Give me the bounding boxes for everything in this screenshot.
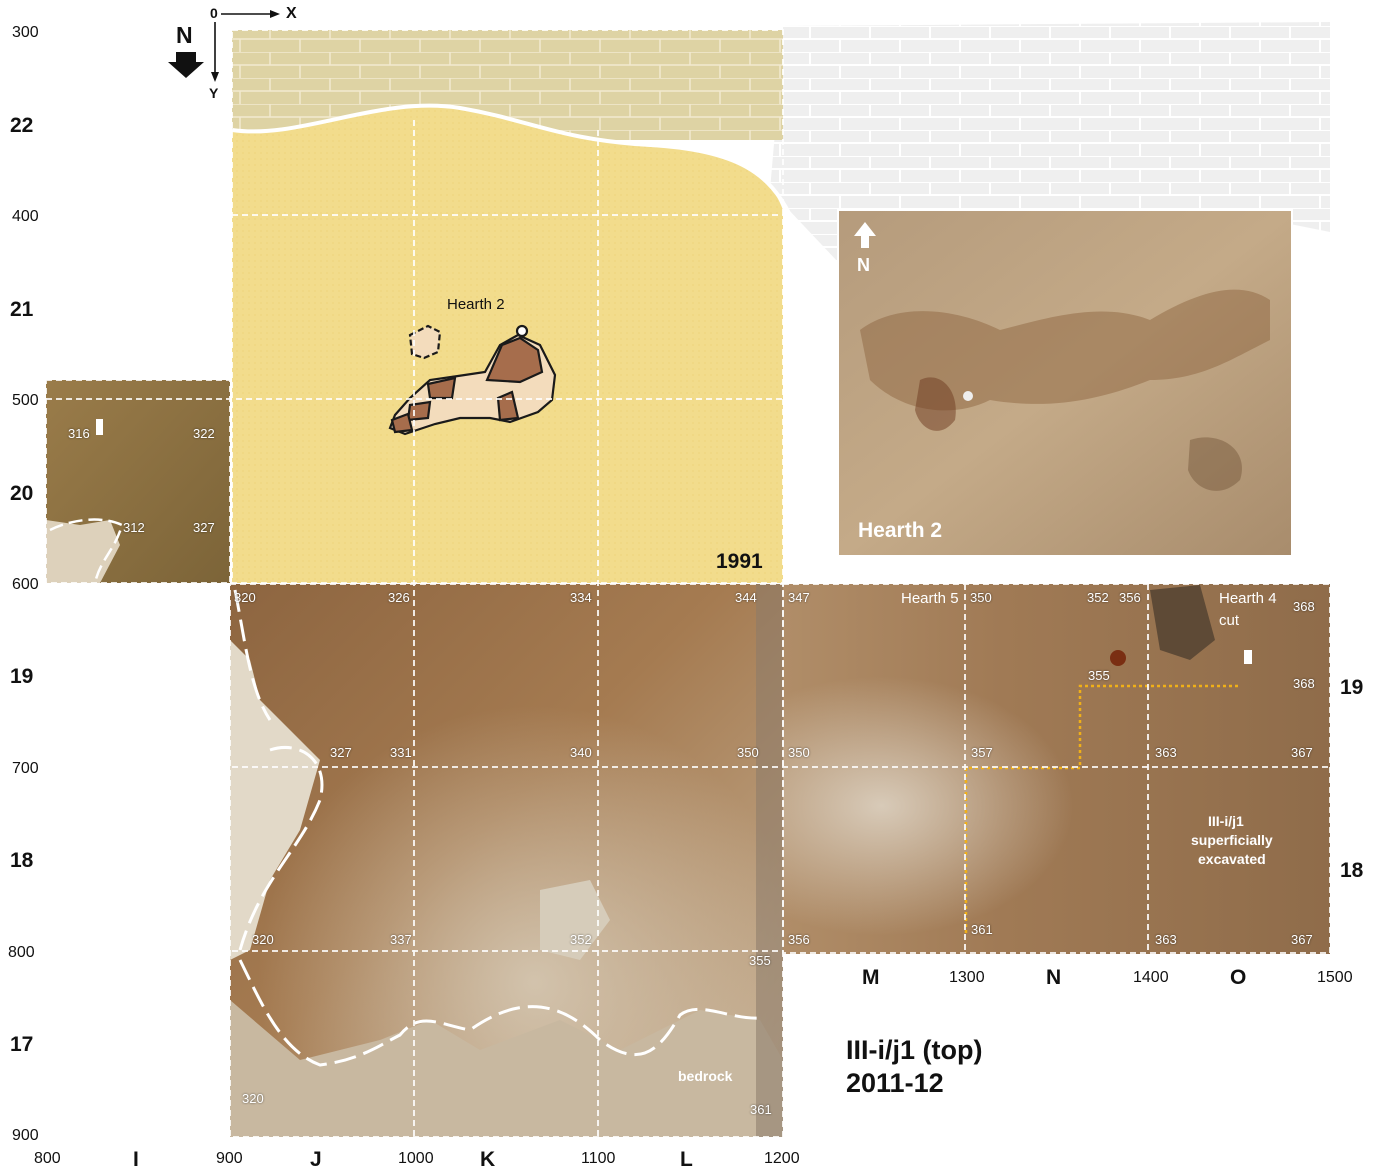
elevation-label: 350 bbox=[737, 745, 759, 760]
plan-title-line2: 2011-12 bbox=[846, 1068, 944, 1098]
excavation-note-line3: excavated bbox=[1198, 851, 1266, 867]
column-label: L bbox=[680, 1148, 693, 1171]
row-label: 17 bbox=[10, 1033, 34, 1056]
row-label: 22 bbox=[10, 114, 34, 137]
elevation-label: 367 bbox=[1291, 745, 1313, 760]
hearth2-photo-north: N bbox=[857, 255, 870, 275]
elevation-label: 312 bbox=[123, 520, 145, 535]
elevation-label: 327 bbox=[193, 520, 215, 535]
column-label: O bbox=[1230, 966, 1247, 989]
x-value: 1000 bbox=[398, 1150, 434, 1167]
elevation-label: 334 bbox=[570, 590, 592, 605]
elevation-label: 344 bbox=[735, 590, 757, 605]
elevation-label: 347 bbox=[788, 590, 810, 605]
elevation-label: 355 bbox=[749, 953, 771, 968]
column-label: K bbox=[480, 1148, 496, 1171]
elevation-label: 337 bbox=[390, 932, 412, 947]
x-value: 800 bbox=[34, 1150, 61, 1167]
column-label: I bbox=[133, 1148, 139, 1171]
north-label: N bbox=[176, 22, 193, 48]
elevation-label: 352 bbox=[570, 932, 592, 947]
y-value: 800 bbox=[8, 944, 35, 961]
x-axis-label: X bbox=[286, 5, 297, 22]
row-label-right: 19 bbox=[1340, 676, 1364, 699]
column-label: J bbox=[310, 1148, 322, 1171]
hearth4-cut-label: cut bbox=[1219, 612, 1240, 629]
hearth2-photo-label: Hearth 2 bbox=[858, 519, 943, 542]
elevation-label: 340 bbox=[570, 745, 592, 760]
column-label: M bbox=[862, 966, 880, 989]
elevation-label: 368 bbox=[1293, 676, 1315, 691]
elevation-label: 356 bbox=[788, 932, 810, 947]
y-value: 600 bbox=[12, 576, 39, 593]
elevation-label: 367 bbox=[1291, 932, 1313, 947]
elevation-label: 361 bbox=[971, 922, 993, 937]
elevation-label: 316 bbox=[68, 426, 90, 441]
bedrock-outline-left bbox=[233, 589, 324, 951]
wall-boundary-line bbox=[231, 103, 792, 216]
plan-title-line1: III-i/j1 (top) bbox=[846, 1035, 983, 1065]
hearth2-sketch-label: Hearth 2 bbox=[447, 296, 505, 313]
row-label: 21 bbox=[10, 298, 34, 321]
row-label: 18 bbox=[10, 849, 34, 872]
elevation-label: 352 bbox=[1087, 590, 1109, 605]
elevation-label: 326 bbox=[388, 590, 410, 605]
elevation-label: 361 bbox=[750, 1102, 772, 1117]
excavation-note-line2: superficially bbox=[1191, 832, 1273, 848]
elevation-label: 355 bbox=[1088, 668, 1110, 683]
elevation-label: 320 bbox=[234, 590, 256, 605]
row-label: 19 bbox=[10, 665, 34, 688]
bedrock-outline-bottom bbox=[238, 959, 761, 1067]
elevation-label: 320 bbox=[252, 932, 274, 947]
north-arrow-icon bbox=[168, 52, 204, 78]
hearth2-photo bbox=[837, 209, 1293, 557]
elevation-label: 368 bbox=[1293, 599, 1315, 614]
y-value: 400 bbox=[12, 208, 39, 225]
row-label: 20 bbox=[10, 482, 34, 505]
bedrock-label: bedrock bbox=[678, 1068, 733, 1084]
elevation-label: 363 bbox=[1155, 745, 1177, 760]
x-value: 1100 bbox=[581, 1150, 616, 1167]
x-value: 1500 bbox=[1317, 969, 1353, 986]
x-value: 900 bbox=[216, 1150, 243, 1167]
y-value: 900 bbox=[12, 1127, 39, 1144]
elevation-label: 357 bbox=[971, 745, 993, 760]
elevation-label: 320 bbox=[242, 1091, 264, 1106]
excavation-note-line1: III-i/j1 bbox=[1208, 813, 1244, 829]
y-axis-label: Y bbox=[209, 85, 219, 101]
column-label: N bbox=[1046, 966, 1062, 989]
bedrock-mass-left bbox=[230, 640, 320, 960]
hearth5-label: Hearth 5 bbox=[901, 590, 959, 607]
origin-label: 0 bbox=[210, 5, 218, 21]
elevation-label: 322 bbox=[193, 426, 215, 441]
elevation-label: 363 bbox=[1155, 932, 1177, 947]
y-value: 500 bbox=[12, 392, 39, 409]
hearth4-label: Hearth 4 bbox=[1219, 590, 1277, 607]
elevation-label: 350 bbox=[970, 590, 992, 605]
plan-title: III-i/j1 (top) 2011-12 bbox=[846, 1034, 982, 1100]
grid-lines bbox=[45, 29, 1331, 1138]
cave-wall-grey bbox=[770, 22, 1330, 262]
north-arrow-photo bbox=[854, 222, 876, 248]
x-value: 1300 bbox=[949, 969, 985, 986]
y-value: 300 bbox=[12, 24, 39, 41]
row-label-right: 18 bbox=[1340, 859, 1364, 882]
x-value: 1200 bbox=[764, 1150, 800, 1167]
bedrock-mass-bottom bbox=[230, 1000, 783, 1137]
x-value: 1400 bbox=[1133, 969, 1169, 986]
elevation-label: 350 bbox=[788, 745, 810, 760]
elevation-label: 356 bbox=[1119, 590, 1141, 605]
elevation-label: 327 bbox=[330, 745, 352, 760]
elevation-label: 331 bbox=[390, 745, 412, 760]
excavation-boundary bbox=[964, 684, 1238, 935]
year-1991-label: 1991 bbox=[716, 550, 763, 573]
y-value: 700 bbox=[12, 760, 39, 777]
hearth2-sketch bbox=[388, 324, 557, 436]
